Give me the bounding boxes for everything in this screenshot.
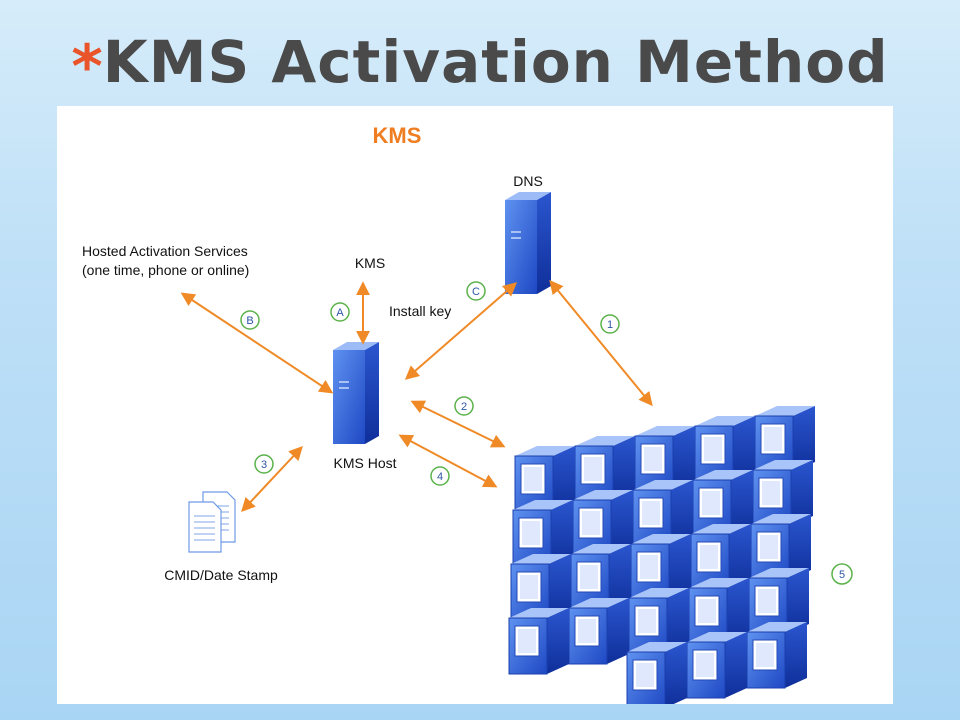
diagram-heading: KMS [373, 123, 422, 148]
badge-4: 4 [430, 466, 450, 486]
kms-host-label: KMS Host [333, 455, 396, 471]
kms-diagram: KMS DNS KMS Install key Hosted Activatio… [82, 123, 853, 704]
dns-label: DNS [513, 173, 543, 189]
cmid-document-icon [188, 491, 236, 553]
install-key-label: Install key [389, 303, 451, 319]
kms-client-computer-icon [686, 631, 748, 699]
kms-client-computer-icon [508, 607, 570, 675]
svg-text:4: 4 [437, 471, 443, 483]
badge-1: 1 [600, 314, 620, 334]
kms-source-label: KMS [355, 255, 385, 271]
kms-client-computer-icon [568, 597, 630, 665]
title-bullet-star: * [71, 32, 103, 102]
hosted-activation-label-line1: Hosted Activation Services [82, 243, 248, 259]
title-text: KMS Activation Method [102, 28, 889, 96]
kms-host-server-icon [332, 341, 380, 445]
badge-c: C [466, 281, 486, 301]
svg-text:B: B [246, 315, 253, 327]
badge-2: 2 [454, 396, 474, 416]
hosted-activation-label-line2: (one time, phone or online) [82, 262, 249, 278]
svg-text:2: 2 [461, 401, 467, 413]
arrow-3 [241, 445, 303, 513]
kms-client-computer-icon [626, 641, 688, 704]
svg-text:1: 1 [607, 319, 613, 331]
kms-client-cluster [508, 405, 816, 704]
badge-a: A [330, 302, 350, 322]
svg-text:C: C [472, 286, 480, 298]
arrow-1 [549, 279, 653, 407]
svg-text:3: 3 [261, 459, 267, 471]
badge-5: 5 [831, 563, 853, 585]
arrow-4 [398, 434, 498, 488]
dns-server-icon [504, 191, 552, 295]
arrow-c [404, 282, 518, 380]
svg-text:5: 5 [839, 569, 845, 581]
svg-text:A: A [336, 307, 344, 319]
diagram-panel: KMS DNS KMS Install key Hosted Activatio… [57, 106, 893, 704]
arrow-b [180, 292, 334, 394]
kms-client-computer-icon [746, 621, 808, 689]
badge-3: 3 [254, 454, 274, 474]
slide-title: *KMS Activation Method [0, 28, 960, 102]
cmid-date-stamp-label: CMID/Date Stamp [164, 567, 278, 583]
badge-b: B [240, 310, 260, 330]
